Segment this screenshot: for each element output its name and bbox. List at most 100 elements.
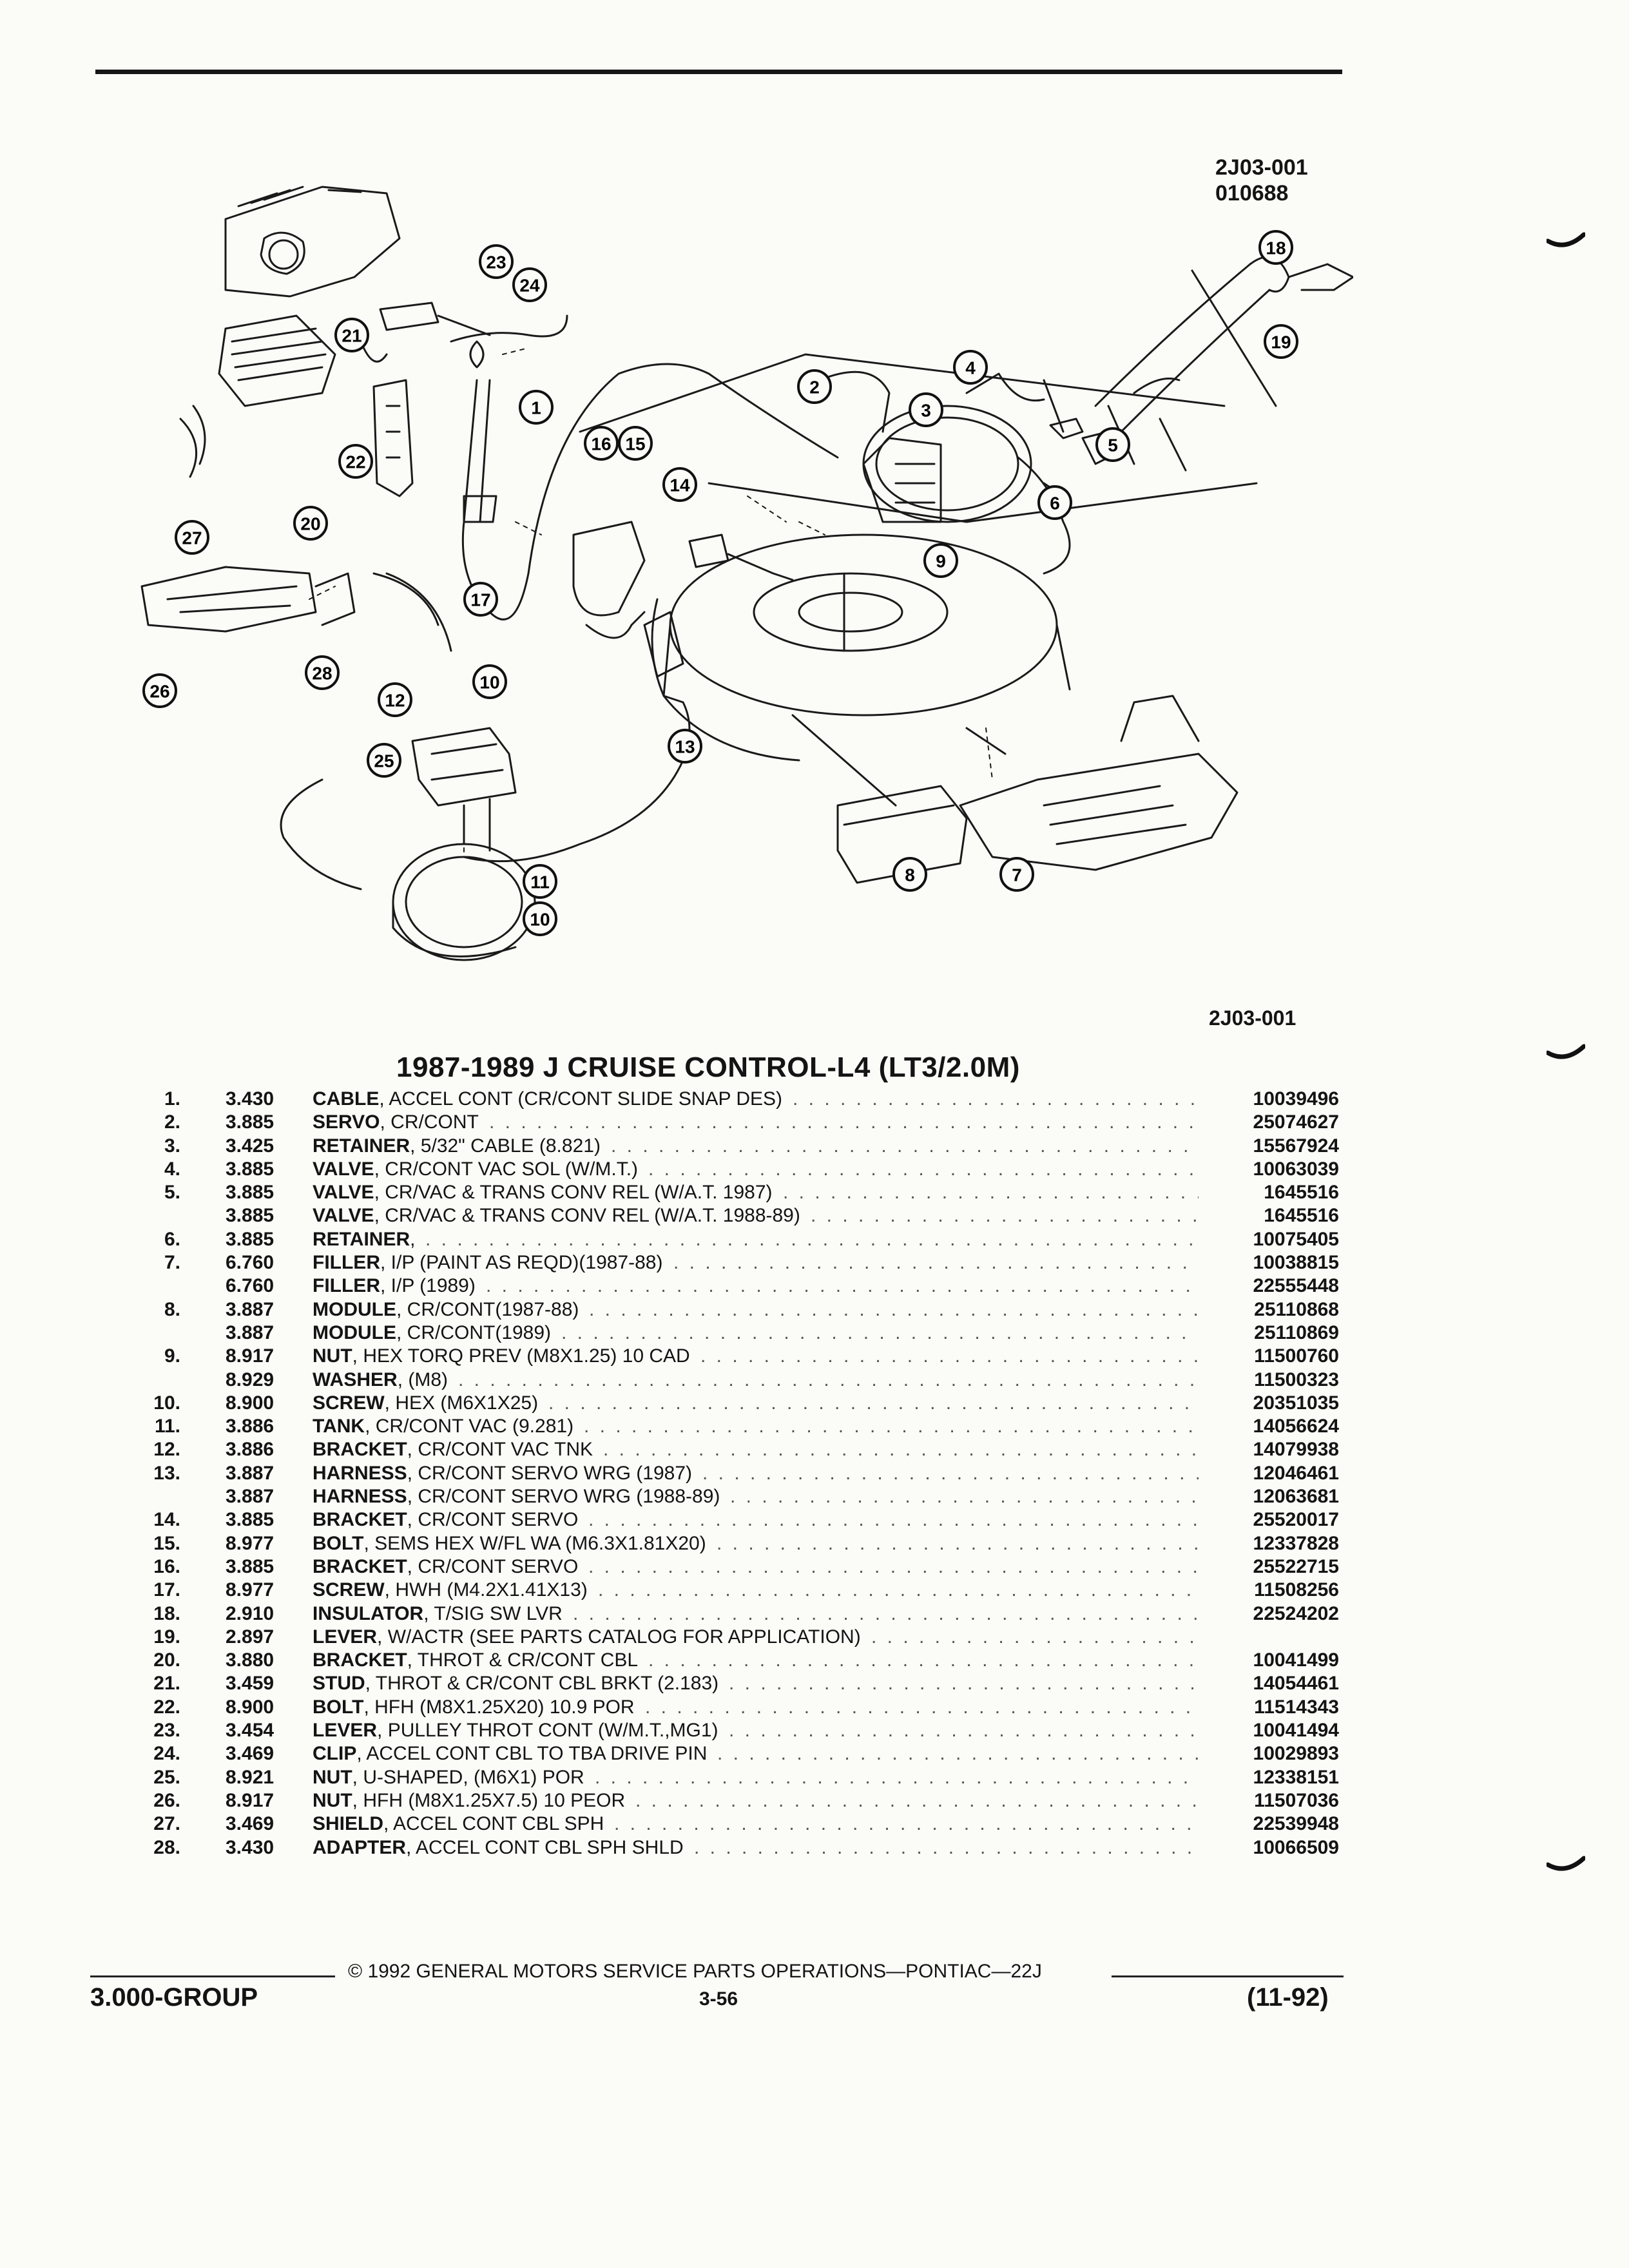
item-number: 15. <box>153 1532 180 1554</box>
leader-dots: . . . . . . . . . . . . . . . . . . . . … <box>793 1088 1199 1110</box>
svg-text:19: 19 <box>1271 332 1291 352</box>
callout-11: 11 <box>523 864 557 899</box>
part-detail: , THROT & CR/CONT CBL BRKT (2.183) <box>365 1673 719 1695</box>
group-number: 3.887 <box>226 1462 275 1484</box>
item-number: 21. <box>153 1673 180 1695</box>
callout-21: 21 <box>334 318 369 352</box>
part-name: HARNESS <box>313 1486 407 1508</box>
part-description: MODULE, CR/CONT(1989) <box>313 1321 551 1345</box>
part-description: BOLT, SEMS HEX W/FL WA (M6.3X1.81X20) <box>313 1532 706 1555</box>
copyright-notice: © 1992 GENERAL MOTORS SERVICE PARTS OPER… <box>348 1961 1042 1982</box>
part-detail: , I/P (1989) <box>380 1275 476 1297</box>
binder-mark-top <box>1547 232 1585 247</box>
part-description: CLIP, ACCEL CONT CBL TO TBA DRIVE PIN <box>313 1742 707 1765</box>
part-name: NUT <box>313 1766 352 1788</box>
part-number: 11500323 <box>1254 1369 1339 1390</box>
group-number: 3.430 <box>226 1088 275 1110</box>
part-name: RETAINER <box>313 1228 410 1250</box>
part-detail: , CR/CONT SERVO WRG (1987) <box>407 1462 693 1484</box>
part-detail: , ACCEL CONT CBL SPH SHLD <box>406 1836 684 1858</box>
leader-dots: . . . . . . . . . . . . . . . . . . . . … <box>783 1182 1199 1204</box>
part-number: 10029893 <box>1253 1743 1339 1765</box>
part-number: 11500760 <box>1254 1345 1339 1367</box>
group-number: 3.887 <box>226 1298 275 1320</box>
callout-10-upper: 10 <box>472 664 507 699</box>
part-description: BOLT, HFH (M8X1.25X20) 10.9 POR <box>313 1696 635 1719</box>
item-number: 2. <box>164 1111 180 1133</box>
figure-id-block: 2J03-001 010688 <box>1215 155 1308 206</box>
leader-dots: . . . . . . . . . . . . . . . . . . . . … <box>871 1626 1199 1648</box>
group-number: 3.885 <box>226 1158 275 1180</box>
part-detail: , HWH (M4.2X1.41X13) <box>384 1579 588 1601</box>
part-number: 25110869 <box>1254 1321 1339 1343</box>
part-name: CLIP <box>313 1743 357 1765</box>
part-number: 11507036 <box>1254 1789 1339 1811</box>
svg-text:24: 24 <box>519 276 540 296</box>
part-number: 25520017 <box>1253 1509 1339 1531</box>
part-detail: , CR/VAC & TRANS CONV REL (W/A.T. 1988-8… <box>374 1205 800 1227</box>
part-description: TANK, CR/CONT VAC (9.281) <box>313 1415 574 1438</box>
callout-20: 20 <box>293 506 328 541</box>
group-number: 3.425 <box>226 1135 275 1157</box>
part-detail: , CR/CONT VAC (9.281) <box>365 1416 574 1437</box>
part-number: 14056624 <box>1253 1416 1339 1437</box>
part-detail: , CR/CONT SERVO <box>407 1555 579 1577</box>
part-name: BRACKET <box>313 1509 407 1531</box>
callout-6: 6 <box>1037 485 1072 520</box>
group-number: 8.929 <box>226 1369 275 1390</box>
part-detail: , ACCEL CONT CBL TO TBA DRIVE PIN <box>356 1743 708 1765</box>
part-name: BRACKET <box>313 1439 407 1461</box>
leader-dots: . . . . . . . . . . . . . . . . . . . . … <box>486 1275 1199 1297</box>
svg-text:28: 28 <box>312 664 332 684</box>
parts-row: 3.885 VALVE, CR/VAC & TRANS CONV REL (W/A… <box>129 1204 1340 1227</box>
item-number: 6. <box>164 1228 180 1250</box>
leader-dots: . . . . . . . . . . . . . . . . . . . . … <box>588 1509 1199 1531</box>
part-detail: , PULLEY THROT CONT (W/M.T.,MG1) <box>377 1720 718 1742</box>
group-number: 8.900 <box>226 1392 275 1414</box>
item-number: 24. <box>153 1743 180 1765</box>
part-detail: , CR/VAC & TRANS CONV REL (W/A.T. 1987) <box>374 1182 773 1204</box>
part-description: VALVE, CR/VAC & TRANS CONV REL (W/A.T. 1… <box>313 1204 800 1227</box>
leader-dots: . . . . . . . . . . . . . . . . . . . . … <box>598 1579 1199 1601</box>
group-number: 3.469 <box>226 1813 275 1835</box>
callout-9: 9 <box>923 543 958 578</box>
group-number: 8.917 <box>226 1789 275 1811</box>
callout-17: 17 <box>463 582 498 617</box>
throttle-cable-bracket <box>360 302 568 497</box>
item-number: 4. <box>164 1158 180 1180</box>
part-description: SHIELD, ACCEL CONT CBL SPH <box>313 1812 604 1836</box>
accel-cable <box>461 340 530 620</box>
leader-dots: . . . . . . . . . . . . . . . . . . . . … <box>702 1462 1199 1484</box>
group-number: 3.885 <box>226 1205 275 1227</box>
item-number: 23. <box>153 1720 180 1742</box>
page-title: 1987-1989 J CRUISE CONTROL-L4 (LT3/2.0M) <box>396 1052 1020 1083</box>
callout-2: 2 <box>797 369 832 404</box>
leader-dots: . . . . . . . . . . . . . . . . . . . . … <box>635 1789 1199 1811</box>
callout-7: 7 <box>999 857 1034 892</box>
part-number: 1645516 <box>1264 1205 1339 1227</box>
item-number: 19. <box>153 1626 180 1648</box>
part-detail: , HEX (M6X1X25) <box>384 1392 539 1414</box>
part-description: NUT, HEX TORQ PREV (M8X1.25) 10 CAD <box>313 1345 690 1368</box>
group-number: 2.897 <box>226 1626 275 1648</box>
callout-10-lower: 10 <box>523 901 557 936</box>
svg-text:27: 27 <box>182 528 202 548</box>
item-number: 16. <box>153 1555 180 1577</box>
svg-text:16: 16 <box>591 434 611 454</box>
group-number: 6.760 <box>226 1252 275 1274</box>
leader-dots: . . . . . . . . . . . . . . . . . . . . … <box>729 1673 1199 1695</box>
part-description: VALVE, CR/VAC & TRANS CONV REL (W/A.T. 1… <box>313 1181 773 1204</box>
part-name: SCREW <box>313 1579 385 1601</box>
